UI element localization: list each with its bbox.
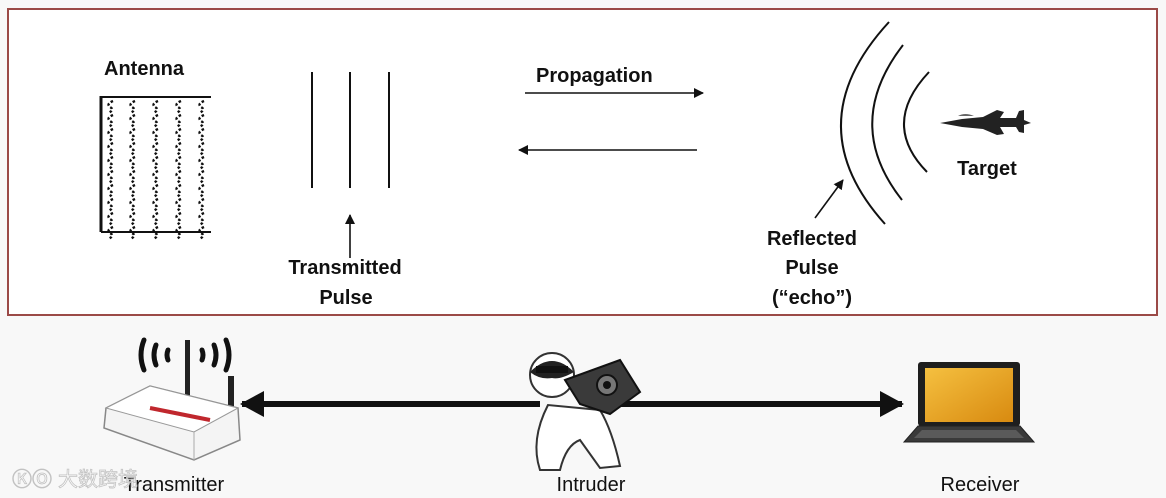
dipole-element bbox=[152, 197, 159, 213]
transmitted-pulse bbox=[311, 72, 390, 188]
dipole-element bbox=[175, 155, 182, 171]
transmitted-label-line2: Pulse bbox=[319, 287, 372, 309]
dipole-element bbox=[129, 169, 136, 185]
echo-arc-inner bbox=[903, 71, 930, 173]
dipole-element bbox=[175, 113, 182, 129]
dipole-element bbox=[175, 141, 182, 157]
antenna-array-icon bbox=[99, 96, 211, 241]
echo-wavefronts bbox=[840, 21, 930, 225]
dipole-element bbox=[198, 113, 205, 129]
dipole-element bbox=[107, 197, 114, 213]
wifi-router-icon bbox=[103, 337, 241, 461]
watermark: ⓀⓄ 大数跨境 bbox=[12, 467, 139, 492]
dipole-element bbox=[152, 155, 159, 171]
dipole-element bbox=[198, 211, 205, 227]
dipole-element bbox=[107, 211, 114, 227]
receiver-label: Receiver bbox=[941, 474, 1020, 496]
reflected-pulse-arrow bbox=[814, 179, 844, 219]
reflected-label-line3: (“echo”) bbox=[772, 287, 852, 309]
dipole-element bbox=[175, 197, 182, 213]
dipole-element bbox=[152, 225, 159, 241]
dipole-element bbox=[198, 169, 205, 185]
dipole-element bbox=[198, 127, 205, 143]
dipole-element bbox=[129, 113, 136, 129]
dipole-element bbox=[129, 99, 136, 115]
intruder-thief-icon bbox=[529, 352, 642, 471]
watermark-text: 大数跨境 bbox=[58, 467, 138, 491]
dipole-element bbox=[107, 127, 114, 143]
dipole-element bbox=[198, 155, 205, 171]
dipole-element bbox=[152, 211, 159, 227]
dipole-element bbox=[198, 183, 205, 199]
dipole-element bbox=[107, 113, 114, 129]
dipole-element bbox=[198, 197, 205, 213]
dipole-element bbox=[129, 197, 136, 213]
laptop-icon bbox=[902, 362, 1036, 443]
dipole-element bbox=[107, 141, 114, 157]
dipole-element bbox=[129, 211, 136, 227]
dipole-element bbox=[152, 169, 159, 185]
dipole-element bbox=[198, 99, 205, 115]
dipole-element bbox=[129, 225, 136, 241]
dipole-element bbox=[129, 183, 136, 199]
dipole-element bbox=[107, 99, 114, 115]
dipole-element bbox=[152, 113, 159, 129]
intruder-label: Intruder bbox=[557, 474, 626, 496]
dipole-element bbox=[107, 169, 114, 185]
dipole-element bbox=[152, 141, 159, 157]
dipole-element bbox=[175, 225, 182, 241]
dipole-element bbox=[175, 169, 182, 185]
dipole-element bbox=[129, 155, 136, 171]
dipole-element bbox=[152, 127, 159, 143]
reflected-label-line1: Reflected bbox=[767, 228, 857, 250]
transmitted-label-line1: Transmitted bbox=[288, 257, 401, 279]
dipole-element bbox=[107, 225, 114, 241]
echo-arc-middle bbox=[871, 44, 904, 201]
propagation-label: Propagation bbox=[536, 65, 653, 87]
dipole-element bbox=[152, 183, 159, 199]
antenna-label: Antenna bbox=[104, 58, 185, 80]
dipole-element bbox=[152, 99, 159, 115]
dipole-element bbox=[175, 211, 182, 227]
dipole-element bbox=[107, 155, 114, 171]
fighter-jet-icon bbox=[940, 110, 1031, 135]
echo-arc-outer bbox=[840, 21, 890, 225]
dipole-element bbox=[107, 183, 114, 199]
dipole-element bbox=[129, 141, 136, 157]
dipole-element bbox=[175, 127, 182, 143]
watermark-logo-icon: ⓀⓄ bbox=[12, 467, 52, 491]
transmitter-label: Transmitter bbox=[124, 474, 225, 496]
dipole-element bbox=[198, 225, 205, 241]
dipole-element bbox=[198, 141, 205, 157]
target-label: Target bbox=[957, 158, 1017, 180]
reflected-label-line2: Pulse bbox=[785, 257, 838, 279]
dipole-element bbox=[175, 99, 182, 115]
dipole-element bbox=[175, 183, 182, 199]
dipole-element bbox=[129, 127, 136, 143]
